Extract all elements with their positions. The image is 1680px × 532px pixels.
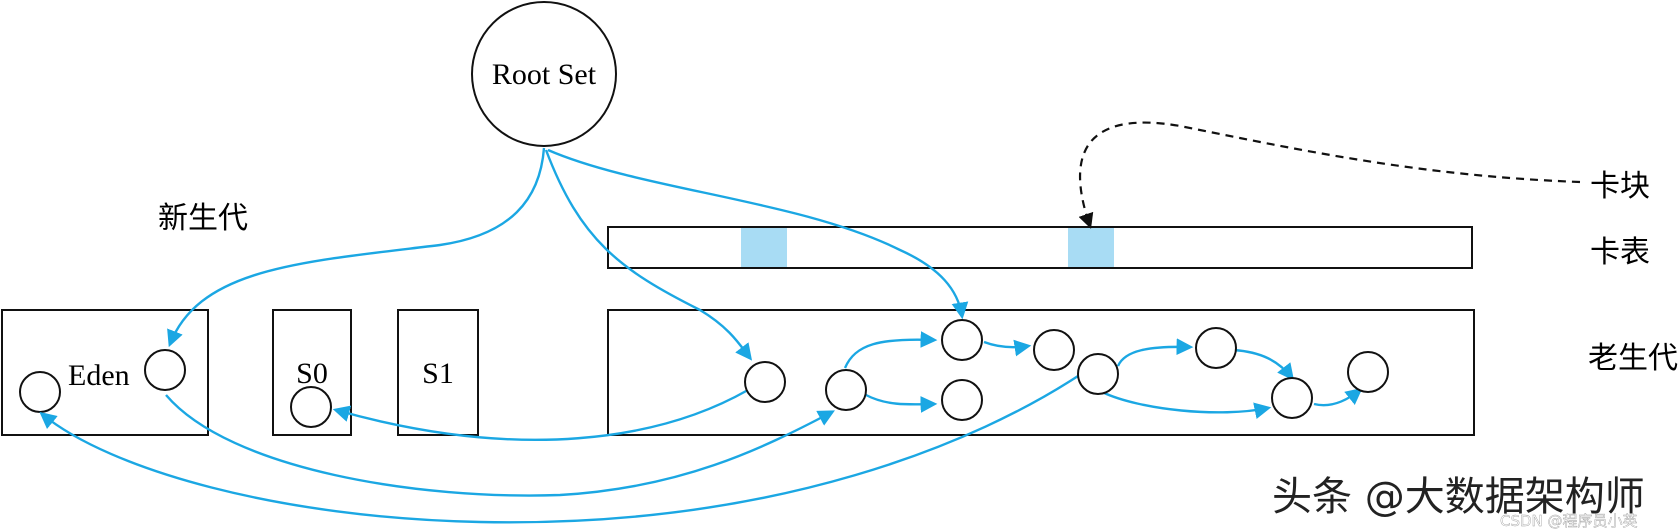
arrow-f-to-g	[1116, 338, 1194, 367]
arrow-b-to-c	[843, 331, 938, 369]
arrow-f-to-h	[1101, 390, 1272, 419]
old-object-i	[1347, 351, 1389, 393]
s1-region: S1	[397, 309, 479, 436]
s0-label: S0	[296, 357, 328, 390]
s0-object	[290, 386, 332, 428]
old-gen-objects	[744, 319, 1389, 421]
root-set-node: Root Set	[471, 1, 617, 147]
arrow-old-a-to-s0	[332, 388, 749, 441]
old-gen-region	[607, 309, 1475, 436]
arrow-g-to-h	[1233, 348, 1295, 381]
reference-arrows	[39, 147, 1363, 524]
old-object-d	[941, 379, 983, 421]
arrow-root-to-eden	[167, 147, 546, 348]
root-set-label: Root Set	[492, 58, 597, 91]
card-pointer-dashed-arrow	[1078, 121, 1581, 229]
old-object-h	[1271, 377, 1313, 419]
eden-object-2	[144, 349, 186, 391]
arrow-eden-to-old-b	[165, 394, 835, 497]
eden-object-1	[19, 371, 61, 413]
arrow-root-to-old-c	[547, 148, 969, 320]
arrow-b-to-d	[865, 393, 938, 413]
card-table	[607, 226, 1473, 269]
eden-label: Eden	[68, 359, 130, 392]
dirty-card-2	[1068, 228, 1114, 267]
old-object-f	[1077, 353, 1119, 395]
arrow-c-to-e	[983, 339, 1032, 357]
card-table-label: 卡表	[1590, 235, 1650, 270]
arrow-old-f-to-eden	[39, 374, 1079, 524]
watermark-main: 头条 @大数据架构师	[1272, 474, 1645, 520]
s1-label: S1	[422, 357, 454, 390]
old-object-a	[744, 361, 786, 403]
dirty-card-1	[741, 228, 787, 267]
s0-region: S0	[272, 309, 352, 436]
arrow-h-to-i	[1313, 387, 1363, 407]
old-object-g	[1195, 327, 1237, 369]
card-block-label: 卡块	[1590, 169, 1650, 204]
arrow-root-to-old-a	[544, 149, 753, 361]
old-object-e	[1033, 329, 1075, 371]
old-object-c	[941, 319, 983, 361]
young-gen-label: 新生代	[158, 201, 248, 236]
old-gen-label: 老生代	[1588, 341, 1678, 376]
old-object-b	[825, 369, 867, 411]
watermark-csdn: CSDN @程序员小英	[1500, 512, 1638, 530]
